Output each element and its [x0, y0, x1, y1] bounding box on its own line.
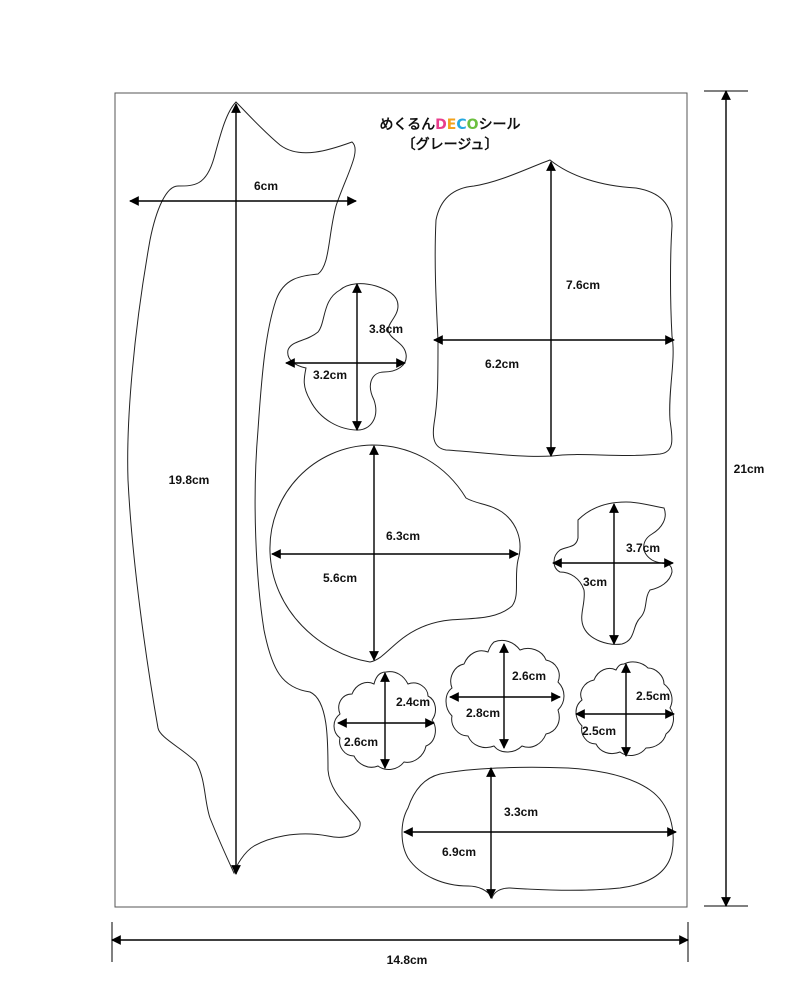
large-rectangle-sticker-outline	[432, 159, 674, 457]
long-curved-sticker-height-label: 19.8cm	[169, 473, 210, 487]
flower-small-sticker-width-label: 2.6cm	[344, 735, 378, 749]
sheet-title: めくるんDECOシール	[379, 117, 520, 133]
large-round-sticker-height-label: 6.3cm	[386, 529, 420, 543]
flower-right-sticker-height-label: 2.5cm	[636, 689, 670, 703]
right-irregular-sticker-width-label: 3cm	[583, 575, 607, 589]
sheet-height-label: 21cm	[734, 462, 765, 476]
flower-right-sticker-width-label: 2.5cm	[582, 724, 616, 738]
oval-sticker-height-label: 3.3cm	[504, 805, 538, 819]
large-round-sticker-width-label: 5.6cm	[323, 571, 357, 585]
dimension-labels: 6cm 19.8cm 3.2cm 3.8cm 6.2cm 7.6cm 5.6cm…	[169, 179, 765, 967]
large-rectangle-sticker-height-label: 7.6cm	[566, 278, 600, 292]
small-irregular-sticker-height-label: 3.8cm	[369, 322, 403, 336]
sheet-width-label: 14.8cm	[387, 953, 428, 967]
sheet-subtitle: 〔グレージュ〕	[402, 136, 499, 153]
oval-sticker-width-label: 6.9cm	[442, 845, 476, 859]
small-irregular-sticker-outline	[287, 283, 407, 431]
small-irregular-sticker-width-label: 3.2cm	[313, 368, 347, 382]
right-irregular-sticker-height-label: 3.7cm	[626, 541, 660, 555]
long-curved-sticker-width-label: 6cm	[254, 179, 278, 193]
large-rectangle-sticker-width-label: 6.2cm	[485, 357, 519, 371]
flower-medium-sticker-width-label: 2.8cm	[466, 706, 500, 720]
flower-medium-sticker-height-label: 2.6cm	[512, 669, 546, 683]
flower-small-sticker-height-label: 2.4cm	[396, 695, 430, 709]
dimension-arrows	[111, 90, 748, 962]
long-curved-sticker-outline	[127, 101, 361, 875]
